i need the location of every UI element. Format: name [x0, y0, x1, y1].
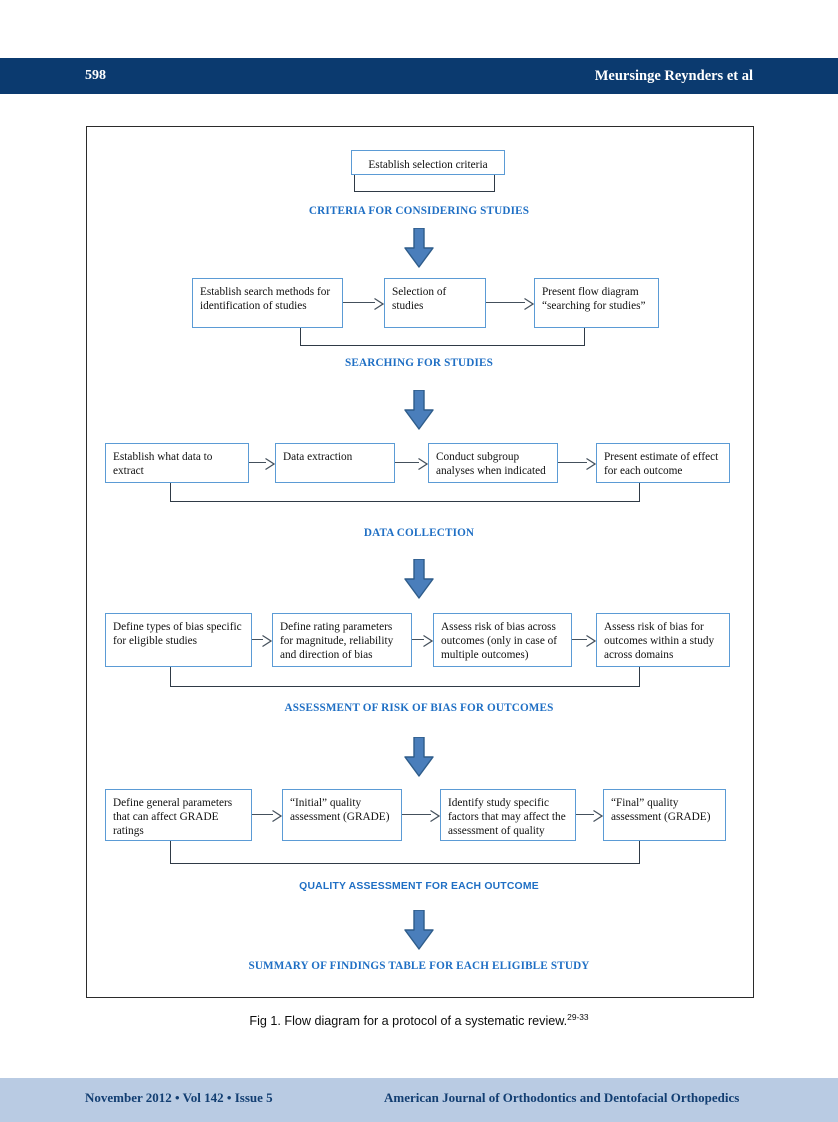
- flow-box-label: Establish what data to extract: [113, 451, 213, 478]
- flow-box-label: Define general parameters that can affec…: [113, 797, 233, 838]
- bracket-row5: [170, 841, 640, 864]
- section-label-criteria: CRITERIA FOR CONSIDERING STUDIES: [308, 205, 530, 217]
- flow-box-label: Selection of studies: [392, 286, 447, 313]
- connector-arrow-row5-2: [402, 809, 441, 823]
- flow-box-conduct-subgroup-analyses[interactable]: Conduct subgroup analyses when indicated: [428, 443, 558, 483]
- bracket-row4: [170, 667, 640, 687]
- down-arrow-4: [404, 737, 434, 777]
- flow-box-present-estimate-of-effect[interactable]: Present estimate of effect for each outc…: [596, 443, 730, 483]
- flow-box-final-quality-assessment[interactable]: “Final” quality assessment (GRADE): [603, 789, 726, 841]
- flow-box-label: Present flow diagram “searching for stud…: [542, 286, 646, 313]
- down-arrow-2: [404, 390, 434, 430]
- connector-arrow-row4-1: [252, 634, 273, 648]
- flow-box-label: Define rating parameters for magnitude, …: [280, 621, 394, 662]
- section-label-quality-assessment: QUALITY ASSESSMENT FOR EACH OUTCOME: [299, 881, 539, 892]
- flow-box-assess-risk-within-study[interactable]: Assess risk of bias for outcomes within …: [596, 613, 730, 667]
- flow-box-define-rating-parameters[interactable]: Define rating parameters for magnitude, …: [272, 613, 412, 667]
- flow-box-label: “Initial” quality assessment (GRADE): [290, 797, 390, 824]
- page-running-head: 598 Meursinge Reynders et al: [0, 58, 838, 94]
- section-label-risk-of-bias: ASSESSMENT OF RISK OF BIAS FOR OUTCOMES: [284, 702, 554, 714]
- page-footer: November 2012 • Vol 142 • Issue 5 Americ…: [0, 1078, 838, 1122]
- flow-box-selection-of-studies[interactable]: Selection of studies: [384, 278, 486, 328]
- connector-arrow-row2-2: [486, 297, 535, 311]
- flow-box-establish-selection-criteria[interactable]: Establish selection criteria: [351, 150, 505, 175]
- flow-box-define-types-of-bias[interactable]: Define types of bias specific for eligib…: [105, 613, 252, 667]
- section-label-summary-of-findings: SUMMARY OF FINDINGS TABLE FOR EACH ELIGI…: [248, 960, 590, 972]
- connector-arrow-row3-2: [395, 457, 429, 471]
- connector-arrow-row3-3: [558, 457, 597, 471]
- flow-box-identify-study-specific-factors[interactable]: Identify study specific factors that may…: [440, 789, 576, 841]
- flow-box-assess-risk-across-outcomes[interactable]: Assess risk of bias across outcomes (onl…: [433, 613, 572, 667]
- section-label-data-collection: DATA COLLECTION: [363, 527, 475, 539]
- footer-issue-info: November 2012 • Vol 142 • Issue 5: [85, 1090, 273, 1105]
- flow-box-label: Establish selection criteria: [368, 159, 488, 171]
- connector-arrow-row4-3: [572, 634, 597, 648]
- flow-box-initial-quality-assessment[interactable]: “Initial” quality assessment (GRADE): [282, 789, 402, 841]
- flow-box-label: Assess risk of bias for outcomes within …: [604, 621, 715, 662]
- footer-journal-name: American Journal of Orthodontics and Den…: [384, 1090, 740, 1105]
- flow-box-label: Present estimate of effect for each outc…: [604, 451, 719, 478]
- down-arrow-1: [404, 228, 434, 268]
- bracket-row3: [170, 483, 640, 502]
- section-label-searching: SEARCHING FOR STUDIES: [345, 357, 493, 369]
- flow-box-label: Establish search methods for identificat…: [200, 286, 331, 313]
- flow-box-label: Identify study specific factors that may…: [448, 797, 566, 838]
- figure-caption-text: Fig 1. Flow diagram for a protocol of a …: [249, 1014, 568, 1029]
- figure-caption: Fig 1. Flow diagram for a protocol of a …: [0, 1012, 838, 1028]
- flow-box-label: Assess risk of bias across outcomes (onl…: [441, 621, 558, 662]
- down-arrow-3: [404, 559, 434, 599]
- flow-box-data-extraction[interactable]: Data extraction: [275, 443, 395, 483]
- page-number: 598: [85, 68, 106, 83]
- running-head-authors: Meursinge Reynders et al: [594, 67, 753, 84]
- flow-box-establish-what-data[interactable]: Establish what data to extract: [105, 443, 249, 483]
- bracket-row1: [354, 175, 495, 192]
- connector-arrow-row5-3: [576, 809, 604, 823]
- connector-arrow-row3-1: [249, 457, 276, 471]
- flow-box-label: Conduct subgroup analyses when indicated: [436, 451, 546, 478]
- flow-box-label: Data extraction: [283, 451, 353, 463]
- flow-box-present-flow-diagram[interactable]: Present flow diagram “searching for stud…: [534, 278, 659, 328]
- figure-caption-refs: 29-33: [567, 1012, 589, 1022]
- down-arrow-5: [404, 910, 434, 950]
- flow-box-establish-search-methods[interactable]: Establish search methods for identificat…: [192, 278, 343, 328]
- connector-arrow-row4-2: [412, 634, 434, 648]
- connector-arrow-row5-1: [252, 809, 283, 823]
- flow-box-label: Define types of bias specific for eligib…: [113, 621, 242, 648]
- flow-box-define-general-parameters[interactable]: Define general parameters that can affec…: [105, 789, 252, 841]
- bracket-row2: [300, 328, 585, 346]
- flow-box-label: “Final” quality assessment (GRADE): [611, 797, 711, 824]
- connector-arrow-row2-1: [343, 297, 385, 311]
